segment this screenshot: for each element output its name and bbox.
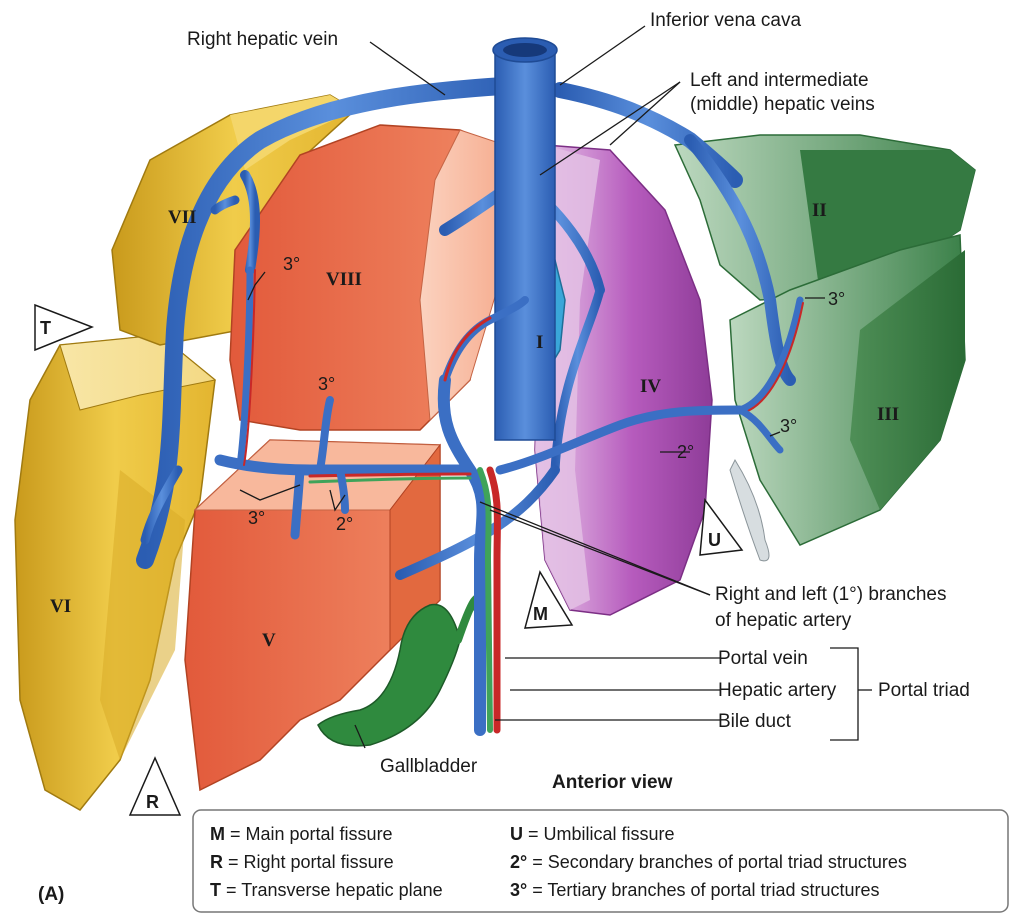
label-gallbladder: Gallbladder [380,756,478,777]
svg-text:R: R [146,792,159,812]
legend-item-tertiary-branches: 3° = Tertiary branches of portal triad s… [510,880,880,900]
label-anterior-view: Anterior view [552,772,673,793]
marker-u: U [700,500,742,555]
figure-letter: (A) [38,884,64,905]
label-right-hepatic-vein: Right hepatic vein [187,29,338,50]
legend-item-right-portal-fissure: R = Right portal fissure [210,852,394,872]
label-branches-line2: of hepatic artery [715,610,852,631]
secondary-mark-right: 2° [677,442,694,462]
tertiary-mark-right-lower: 3° [780,416,797,436]
legend-box: M = Main portal fissure R = Right portal… [193,810,1008,912]
inferior-vena-cava [493,38,557,440]
tertiary-mark-center: 3° [318,374,335,394]
segment-vi [15,335,215,810]
segment-label-i: I [536,332,543,353]
segment-label-vi: VI [50,596,71,617]
segment-v [185,440,440,790]
marker-r: R [130,758,180,815]
segment-label-iv: IV [640,376,661,397]
legend-item-main-portal-fissure: M = Main portal fissure [210,824,393,844]
segment-label-viii: VIII [326,269,362,290]
label-hepatic-artery: Hepatic artery [718,680,837,701]
segment-label-ii: II [812,200,827,221]
tertiary-mark-upper-left: 3° [283,254,300,274]
label-left-intermediate-line1: Left and intermediate [690,70,869,91]
label-portal-triad: Portal triad [878,680,970,701]
segment-label-vii: VII [168,207,197,228]
label-inferior-vena-cava: Inferior vena cava [650,10,801,31]
segment-label-iii: III [877,404,899,425]
tertiary-mark-right-upper: 3° [828,289,845,309]
svg-text:M: M [533,604,548,624]
legend-item-umbilical-fissure: U = Umbilical fissure [510,824,675,844]
svg-text:T: T [40,318,51,338]
label-left-intermediate-line2: (middle) hepatic veins [690,94,875,115]
legend-item-transverse-plane: T = Transverse hepatic plane [210,880,443,900]
legend-item-secondary-branches: 2° = Secondary branches of portal triad … [510,852,907,872]
svg-text:U: U [708,530,721,550]
tertiary-mark-lower-left: 3° [248,508,265,528]
label-branches-line1: Right and left (1°) branches [715,584,947,605]
label-portal-vein: Portal vein [718,648,808,669]
label-bile-duct: Bile duct [718,711,792,732]
secondary-mark-lower: 2° [336,514,353,534]
segment-label-v: V [262,630,276,651]
